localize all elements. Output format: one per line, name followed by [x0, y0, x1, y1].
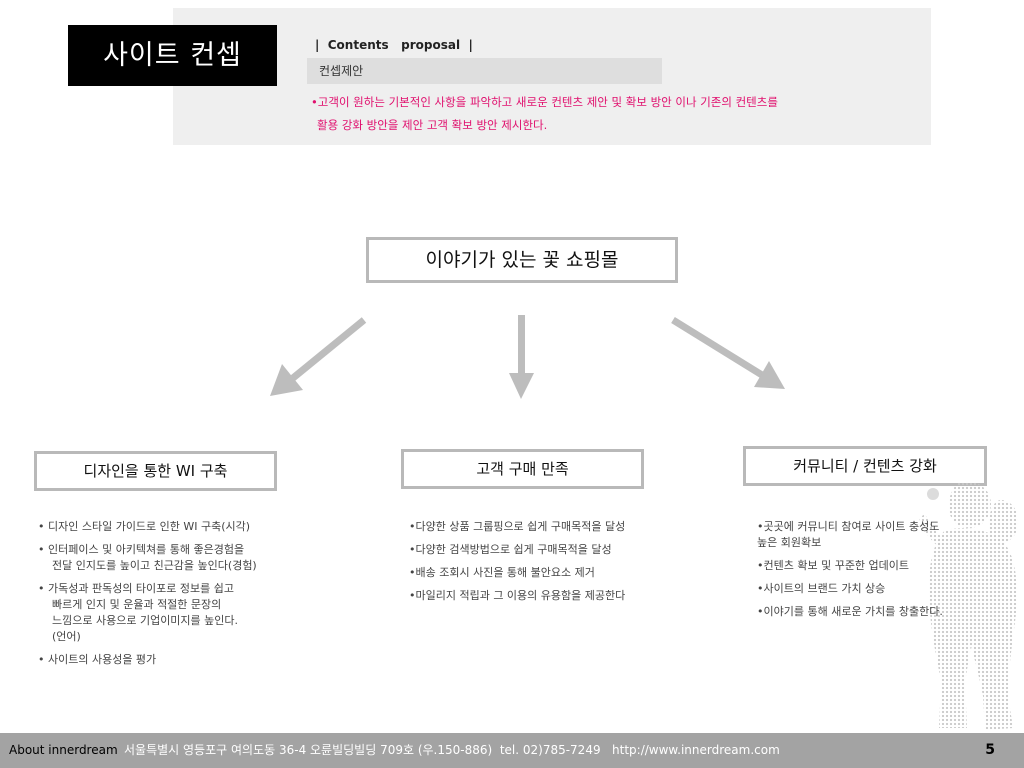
page-title: 사이트 컨셉 [68, 25, 277, 86]
category-box-wi: 디자인을 통한 WI 구축 [34, 451, 277, 491]
category-box-community: 커뮤니티 / 컨텐츠 강화 [743, 446, 987, 486]
subtitle-bar: 컨셉제안 [307, 58, 662, 84]
list-community: •곳곳에 커뮤니티 참여로 사이트 충성도 높은 회원확보 •컨텐츠 확보 및 … [757, 519, 1007, 627]
list-item: •이야기를 통해 새로운 가치를 창출한다. [757, 605, 943, 618]
list-item: •곳곳에 커뮤니티 참여로 사이트 충성도 높은 회원확보 [757, 520, 940, 549]
page-number: 5 [985, 742, 995, 758]
list-item: • 가독성과 판독성의 타이포로 정보를 쉽고 빠르게 인지 및 운율과 적절한… [38, 582, 239, 643]
category-box-purchase: 고객 구매 만족 [401, 449, 644, 489]
list-item: •마일리지 적립과 그 이용의 유용함을 제공한다 [409, 589, 626, 602]
description-line-2: 활용 강화 방안을 제안 고객 확보 방안 제시한다. [317, 118, 548, 132]
list-wi: • 디자인 스타일 가이드로 인한 WI 구축(시각) • 인터페이스 및 아키… [38, 519, 338, 675]
footer: About innerdream 서울특별시 영등포구 여의도동 36-4 오륜… [0, 733, 1024, 768]
list-item: •다양한 검색방법으로 쉽게 구매목적을 달성 [409, 543, 612, 556]
arrow-down-right-icon [671, 317, 785, 389]
list-purchase: •다양한 상품 그룹핑으로 쉽게 구매목적을 달성 •다양한 검색방법으로 쉽게… [409, 519, 719, 611]
description: •고객이 원하는 기본적인 사항을 파악하고 새로운 컨텐츠 제안 및 확보 방… [311, 91, 911, 137]
arrow-down-left-icon [270, 317, 367, 396]
people-silhouette-icon [919, 481, 1019, 730]
list-item: •사이트의 브랜드 가치 상승 [757, 582, 886, 595]
list-item: • 디자인 스타일 가이드로 인한 WI 구축(시각) [38, 520, 251, 533]
list-item: • 인터페이스 및 아키텍쳐를 통해 좋은경험을 전달 인지도를 높이고 친근감… [38, 543, 257, 572]
footer-contact-info: 서울특별시 영등포구 여의도동 36-4 오륜빌딩빌딩 709호 (우.150-… [124, 743, 780, 757]
description-line-1: •고객이 원하는 기본적인 사항을 파악하고 새로운 컨텐츠 제안 및 확보 방… [311, 95, 778, 109]
list-item: • 사이트의 사용성을 평가 [38, 653, 157, 666]
subtitle-text: 컨셉제안 [319, 64, 364, 78]
main-concept-box: 이야기가 있는 꽃 쇼핑몰 [366, 237, 678, 283]
list-item: •컨텐츠 확보 및 꾸준한 업데이트 [757, 559, 910, 572]
arrow-down-icon [509, 315, 534, 399]
list-item: •다양한 상품 그룹핑으로 쉽게 구매목적을 달성 [409, 520, 626, 533]
list-item: •배송 조회시 사진을 통해 불안요소 제거 [409, 566, 595, 579]
footer-brand: About innerdream [9, 743, 118, 757]
section-label: | Contents proposal | [315, 38, 473, 52]
